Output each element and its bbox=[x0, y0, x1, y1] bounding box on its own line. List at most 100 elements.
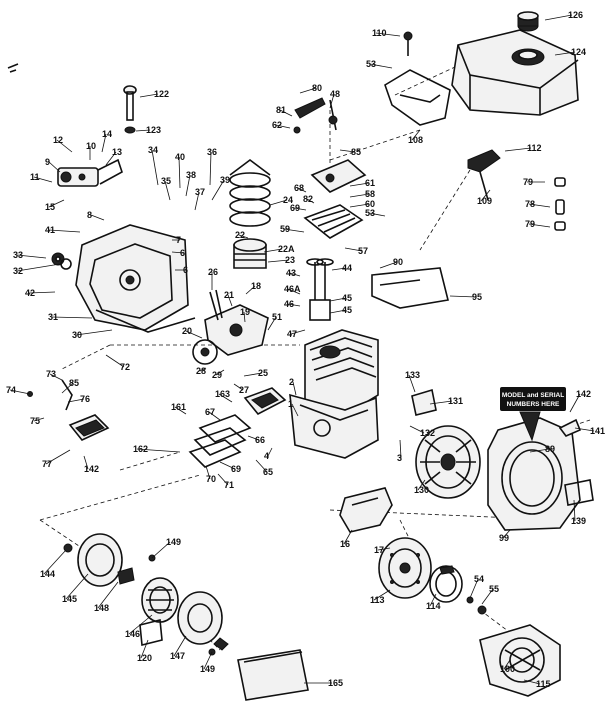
leader-line-p162 bbox=[136, 448, 181, 453]
leader-line-p19 bbox=[243, 311, 246, 323]
part-number-p126: 126 bbox=[568, 10, 583, 20]
part-number-p17: 17 bbox=[374, 545, 384, 555]
oil-seal bbox=[51, 252, 72, 270]
part-number-p77: 77 bbox=[42, 459, 52, 469]
part-number-p47: 47 bbox=[287, 329, 297, 339]
part-number-p15: 15 bbox=[45, 202, 55, 212]
leader-line-p29 bbox=[215, 369, 225, 376]
leader-line-p4 bbox=[267, 447, 273, 457]
part-number-p33: 33 bbox=[13, 250, 23, 260]
part-number-p1: 1 bbox=[288, 399, 293, 409]
leader-line-p100 bbox=[503, 659, 511, 670]
callout-leaders bbox=[9, 14, 595, 685]
part-number-p81: 81 bbox=[276, 105, 286, 115]
leader-line-p2 bbox=[292, 381, 297, 396]
part-number-p130: 130 bbox=[414, 485, 429, 495]
leader-line-p149b bbox=[203, 651, 213, 670]
part-number-p23: 23 bbox=[285, 255, 295, 265]
part-number-p9: 9 bbox=[45, 157, 50, 167]
leader-line-p73 bbox=[49, 373, 63, 381]
part-number-p109: 109 bbox=[477, 196, 492, 206]
part-number-p133: 133 bbox=[405, 370, 420, 380]
part-number-p60: 60 bbox=[365, 199, 375, 209]
part-number-p6b: 6 bbox=[183, 265, 188, 275]
part-number-p80: 80 bbox=[312, 83, 322, 93]
leader-line-p142 bbox=[569, 393, 581, 413]
leader-line-p77 bbox=[45, 449, 71, 465]
part-number-p100: 100 bbox=[500, 664, 515, 674]
leader-line-p43 bbox=[289, 272, 301, 277]
leader-line-p149 bbox=[151, 541, 171, 559]
leader-line-p47 bbox=[290, 329, 306, 335]
part-number-p44: 44 bbox=[342, 263, 352, 273]
part-number-p61: 61 bbox=[365, 178, 375, 188]
part-number-p20: 20 bbox=[182, 326, 192, 336]
air-cleaner-base bbox=[63, 533, 135, 587]
flywheel bbox=[415, 425, 481, 499]
part-number-p36: 36 bbox=[207, 147, 217, 157]
leader-line-p57 bbox=[344, 247, 363, 252]
part-number-p6: 6 bbox=[180, 248, 185, 258]
part-number-p2: 2 bbox=[289, 377, 294, 387]
part-number-p112: 112 bbox=[527, 143, 542, 153]
leader-line-p28 bbox=[199, 367, 207, 372]
part-number-p22a: 22A bbox=[278, 244, 295, 254]
leader-line-p53 bbox=[369, 63, 393, 69]
part-number-p12: 12 bbox=[53, 135, 63, 145]
leader-line-p36 bbox=[209, 151, 212, 186]
part-number-p66: 66 bbox=[255, 435, 265, 445]
leader-line-p130 bbox=[417, 479, 426, 491]
part-number-p149: 149 bbox=[166, 537, 181, 547]
leader-line-p78 bbox=[528, 203, 551, 208]
part-number-p11: 11 bbox=[30, 172, 40, 182]
part-number-p85b: 85 bbox=[69, 378, 79, 388]
cylinder-baffle bbox=[339, 487, 393, 533]
part-number-p69b: 69 bbox=[231, 464, 241, 474]
leader-line-p90 bbox=[379, 261, 398, 269]
leader-line-p13 bbox=[105, 151, 117, 166]
leader-line-p126 bbox=[544, 14, 573, 21]
piston-rings bbox=[229, 159, 271, 227]
leader-line-p6 bbox=[171, 251, 185, 254]
model-serial-line-1: MODEL and SERIAL bbox=[502, 392, 564, 399]
leader-line-p108 bbox=[411, 129, 421, 141]
leader-line-p51 bbox=[267, 316, 277, 331]
leader-line-p99 bbox=[502, 529, 511, 539]
part-number-p16: 16 bbox=[340, 539, 350, 549]
leader-line-p34 bbox=[151, 149, 159, 186]
part-number-p4: 4 bbox=[264, 451, 269, 461]
leader-line-p12 bbox=[56, 139, 73, 153]
part-number-p82: 82 bbox=[303, 194, 313, 204]
leader-line-p45 bbox=[329, 297, 347, 302]
fuel-tank bbox=[451, 29, 579, 116]
leader-line-p59 bbox=[283, 228, 305, 233]
leader-line-p161 bbox=[174, 406, 187, 415]
leader-line-p41 bbox=[48, 229, 81, 233]
leader-line-p55 bbox=[481, 588, 494, 605]
tank-bracket bbox=[384, 69, 451, 126]
leader-line-p9 bbox=[48, 161, 61, 173]
screw-110 bbox=[403, 31, 413, 56]
part-number-p37: 37 bbox=[195, 187, 205, 197]
part-number-p45b: 45 bbox=[342, 305, 352, 315]
leader-line-p22a bbox=[263, 248, 283, 253]
leader-line-p33 bbox=[16, 254, 47, 259]
leader-line-p62 bbox=[275, 124, 291, 129]
part-number-p34: 34 bbox=[148, 145, 158, 155]
leader-line-p115 bbox=[523, 679, 541, 685]
leader-line-p80 bbox=[299, 87, 317, 94]
part-number-p120: 120 bbox=[137, 653, 152, 663]
leader-line-p20 bbox=[185, 330, 203, 339]
cylinder-head-cover bbox=[303, 159, 367, 239]
part-number-p38: 38 bbox=[186, 170, 196, 180]
leader-line-p89 bbox=[529, 448, 550, 453]
part-number-p132: 132 bbox=[420, 428, 435, 438]
leader-line-p95 bbox=[449, 295, 477, 298]
fuel-valve bbox=[467, 149, 501, 201]
part-number-p27: 27 bbox=[239, 385, 249, 395]
leader-line-p109 bbox=[480, 189, 491, 202]
part-number-p69: 69 bbox=[290, 203, 300, 213]
leader-line-p24 bbox=[269, 199, 288, 206]
leader-line-p30 bbox=[75, 329, 113, 336]
